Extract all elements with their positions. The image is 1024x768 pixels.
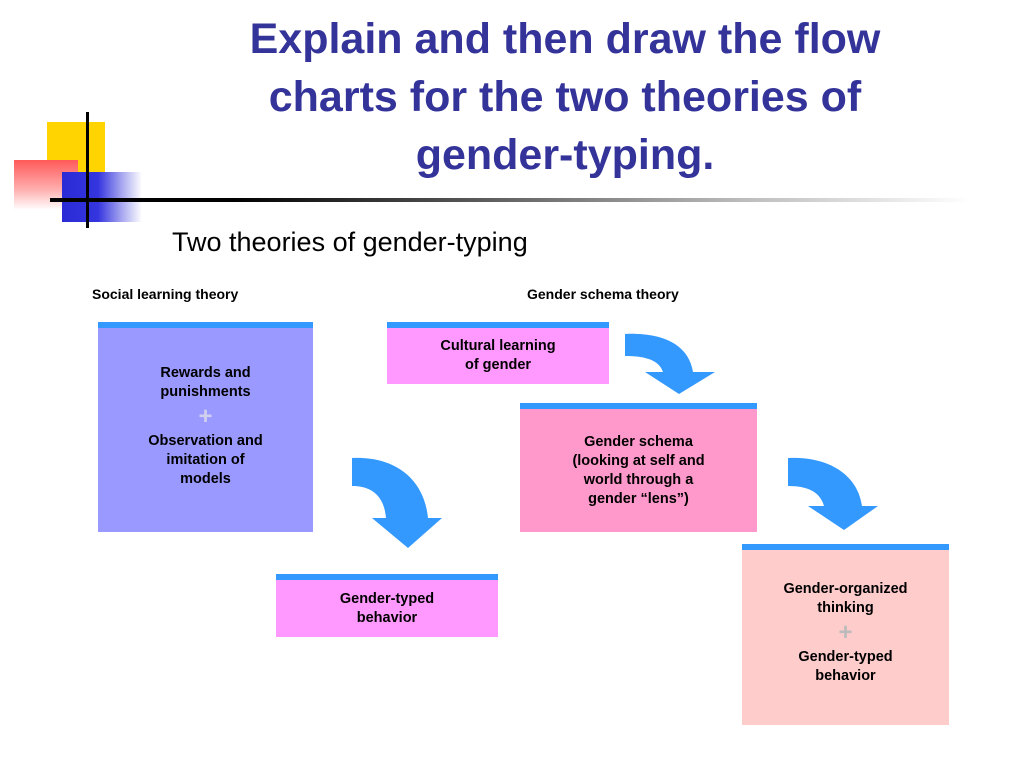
slide-title: Explain and then draw the flow charts fo… — [249, 15, 881, 179]
plus-sign: + — [198, 403, 213, 430]
gender-typed-behavior-text: Gender-typed behavior — [339, 590, 435, 626]
rewards-text: Rewards and punishments — [160, 365, 251, 400]
plus-sign: + — [838, 619, 853, 646]
rewards-observation-box: Rewards and punishments + Observation an… — [98, 322, 313, 532]
gender-organized-text: Gender-organized thinking — [783, 581, 908, 616]
decor-blue-square — [62, 172, 142, 222]
observation-text: Observation and imitation of models — [148, 433, 263, 487]
cultural-learning-text: Cultural learning of gender — [440, 338, 556, 373]
gender-schema-text: Gender schema (looking at self and world… — [572, 433, 705, 507]
social-learning-heading: Social learning theory — [92, 286, 239, 302]
gender-typed-behavior-text: Gender-typed behavior — [798, 649, 893, 684]
decor-vertical-line — [86, 112, 89, 228]
gender-typed-behavior-box: Gender-typed behavior — [276, 574, 498, 637]
curved-arrow-icon — [352, 457, 442, 548]
gender-organized-box: Gender-organized thinking + Gender-typed… — [742, 544, 949, 725]
cultural-learning-box: Cultural learning of gender — [387, 322, 609, 384]
gender-schema-box: Gender schema (looking at self and world… — [520, 403, 757, 532]
gender-schema-heading: Gender schema theory — [527, 286, 679, 302]
title-divider-line — [50, 198, 970, 202]
curved-arrow-icon — [625, 333, 715, 394]
curved-arrow-icon — [788, 457, 878, 530]
slide-subtitle: Two theories of gender-typing — [172, 227, 528, 257]
